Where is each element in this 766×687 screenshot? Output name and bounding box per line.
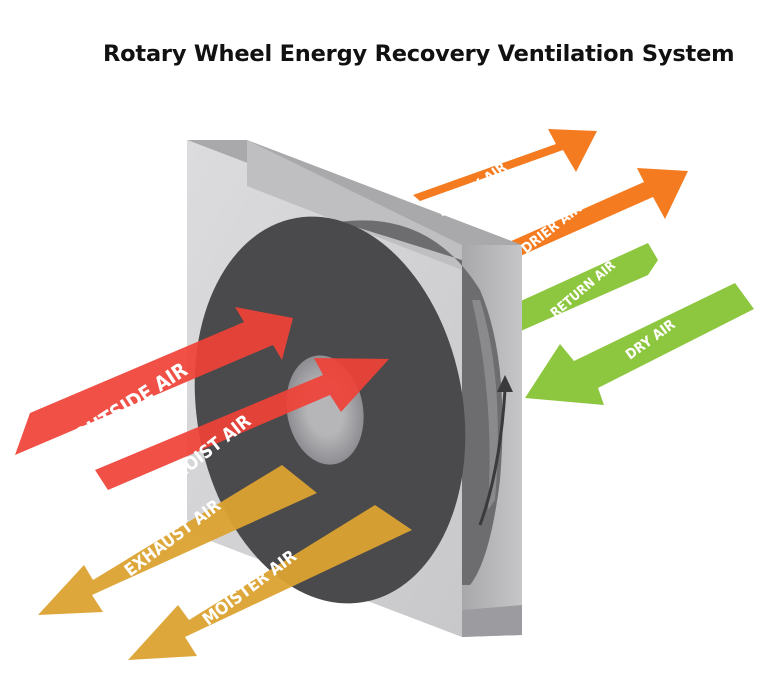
moist-air-arrow <box>95 358 389 490</box>
wheel-rim <box>340 220 503 585</box>
dry-air-arrow <box>525 283 754 405</box>
outside-air-arrow <box>15 307 293 455</box>
supply-air-arrow <box>413 129 597 201</box>
rotation-arrow-icon <box>478 375 513 526</box>
drier-air-arrow <box>491 168 688 265</box>
moister-air-arrow <box>128 505 412 660</box>
exhaust-air-arrow <box>38 465 317 615</box>
diagram-title: Rotary Wheel Energy Recovery Ventilation… <box>103 41 735 67</box>
return-air-arrow <box>500 243 658 338</box>
